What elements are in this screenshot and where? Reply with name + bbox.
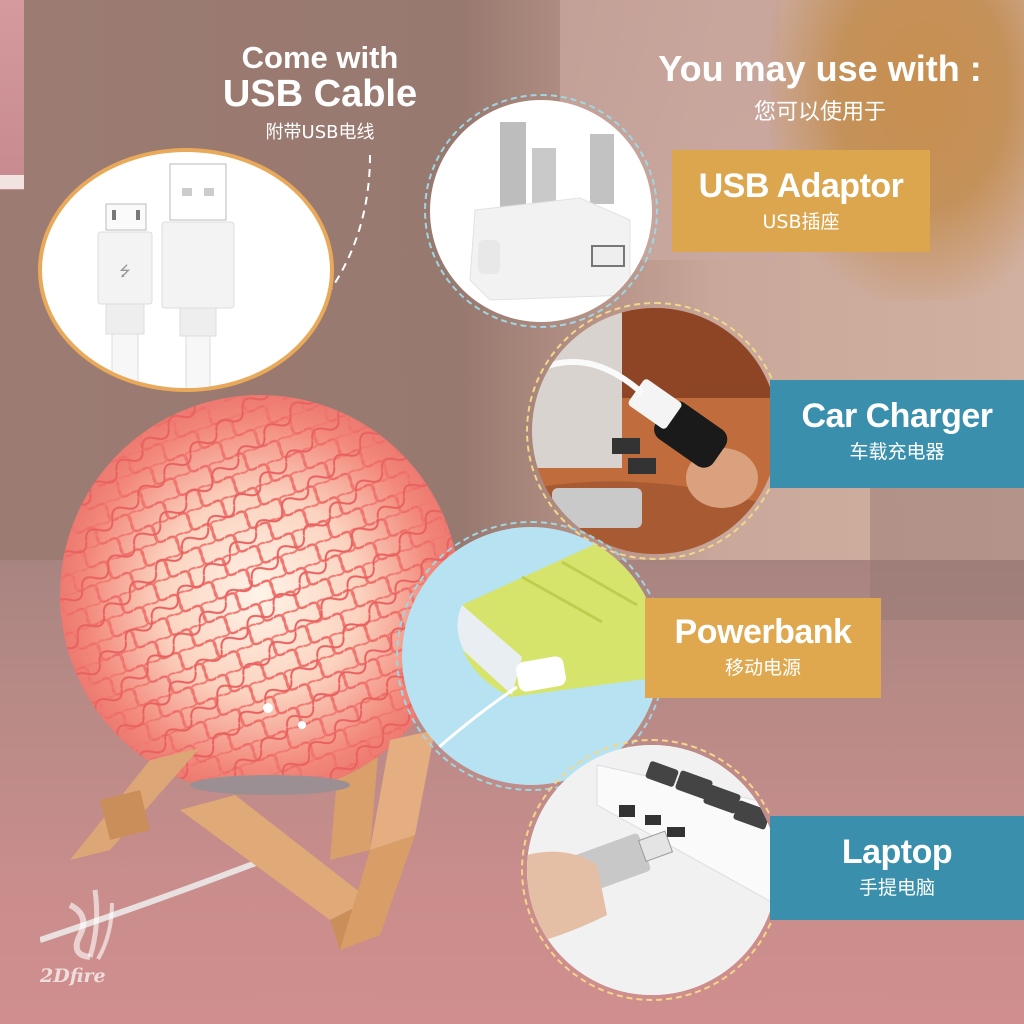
background-left-shelf <box>0 175 24 189</box>
usage-title: You may use with : 您可以使用于 <box>640 50 1000 126</box>
usage-title-zh: 您可以使用于 <box>753 99 886 125</box>
product-lamp <box>40 380 480 960</box>
car-charger-image <box>532 308 778 554</box>
background-left-strip <box>0 0 24 190</box>
banner-laptop-label: Laptop <box>841 833 953 871</box>
laptop-usb-icon <box>527 745 777 995</box>
banner-powerbank: Powerbank 移动电源 <box>645 598 881 698</box>
banner-laptop-label-zh: 手提电脑 <box>858 877 935 900</box>
powerbank-image <box>402 527 660 785</box>
car-charger-icon <box>532 308 778 554</box>
banner-powerbank-label: Powerbank <box>674 613 852 651</box>
background-right-shelf <box>870 480 1024 620</box>
banner-usb-adaptor-label: USB Adaptor <box>698 167 904 205</box>
powerbank-icon <box>420 541 660 764</box>
uk-plug-icon <box>469 122 631 301</box>
banner-usb-adaptor-label-zh: USB插座 <box>762 211 840 234</box>
usb-adaptor-image <box>430 100 652 322</box>
watermark: 2Dfire <box>40 965 106 987</box>
cable-title: Come with USB Cable 附带USB电线 <box>200 40 440 144</box>
banner-laptop: Laptop 手提电脑 <box>770 816 1024 920</box>
usb-cable-icon: ⭍ <box>97 163 235 388</box>
banner-car-charger-label-zh: 车载充电器 <box>849 441 945 464</box>
banner-usb-adaptor: USB Adaptor USB插座 <box>672 150 930 252</box>
cable-title-line2: USB Cable <box>222 72 418 115</box>
svg-text:⭍: ⭍ <box>119 263 131 279</box>
lamp-illustration <box>40 395 460 950</box>
banner-powerbank-label-zh: 移动电源 <box>724 657 801 680</box>
usage-title-en: You may use with : <box>658 48 982 89</box>
banner-car-charger: Car Charger 车载充电器 <box>770 380 1024 488</box>
laptop-image <box>527 745 777 995</box>
usb-cable-image: ⭍ <box>38 148 334 392</box>
cable-title-zh: 附带USB电线 <box>265 122 375 144</box>
banner-car-charger-label: Car Charger <box>801 397 993 435</box>
brand-logo-icon <box>68 889 114 961</box>
cable-title-line1: Come with <box>241 40 399 75</box>
